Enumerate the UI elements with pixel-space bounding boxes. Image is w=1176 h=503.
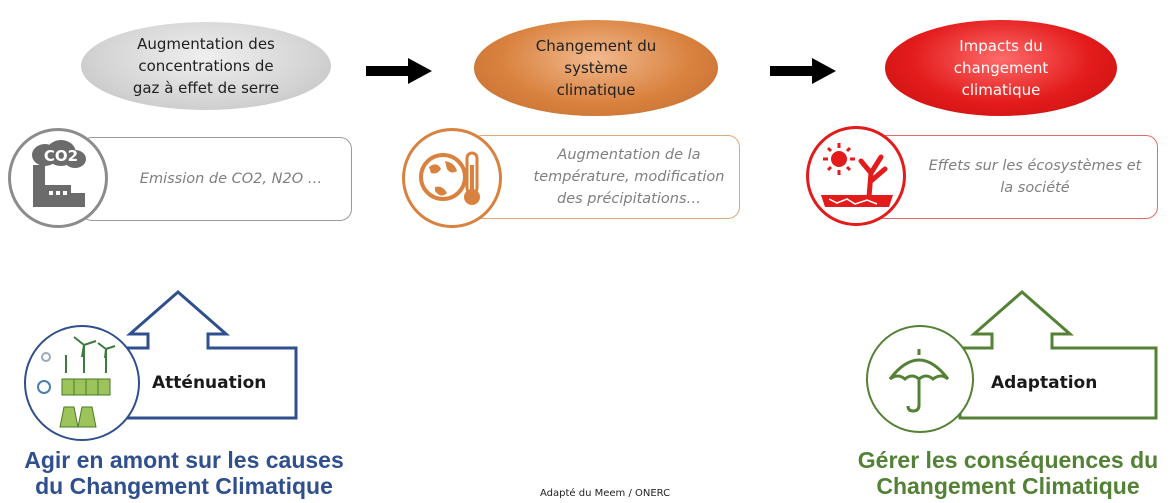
source-caption: Adapté du Meem / ONERC <box>540 488 671 499</box>
arrow-right-icon <box>366 58 432 84</box>
co2-factory-icon: CO2 <box>8 128 108 228</box>
attenuation-label: Atténuation <box>152 373 267 393</box>
step-1-description: Emission de CO2, N2O … <box>139 171 323 187</box>
step-2-title: Changement du système climatique <box>535 37 657 99</box>
step-2-description: Augmentation de la température, modifica… <box>533 147 725 207</box>
drought-sun-tree-icon <box>806 126 906 226</box>
umbrella-icon <box>866 325 974 433</box>
step-2-card: Augmentation de la température, modifica… <box>470 135 740 219</box>
step-1-ellipse: Augmentation des concentrations de gaz à… <box>81 22 331 110</box>
renewable-energy-icon <box>24 325 140 441</box>
step-1-title: Augmentation des concentrations de gaz à… <box>132 35 280 97</box>
step-1-card: Emission de CO2, N2O … <box>80 137 352 221</box>
adaptation-arrow-box <box>958 290 1158 420</box>
attenuation-arrow-box <box>106 290 298 420</box>
adaptation-label: Adaptation <box>991 373 1098 393</box>
globe-thermometer-icon <box>402 128 502 228</box>
svg-text:CO2: CO2 <box>44 147 78 165</box>
step-3-card: Effets sur les écosystèmes et la société <box>872 135 1158 219</box>
attenuation-heading: Agir en amont sur les causes du Changeme… <box>24 447 344 499</box>
step-3-description: Effets sur les écosystèmes et la société <box>928 158 1142 196</box>
arrow-right-icon <box>770 58 836 84</box>
adaptation-heading: Gérer les conséquences du Changement Cli… <box>857 447 1159 499</box>
step-3-ellipse: Impacts du changement climatique <box>885 20 1117 116</box>
step-2-ellipse: Changement du système climatique <box>474 20 718 116</box>
step-3-title: Impacts du changement climatique <box>953 37 1049 99</box>
